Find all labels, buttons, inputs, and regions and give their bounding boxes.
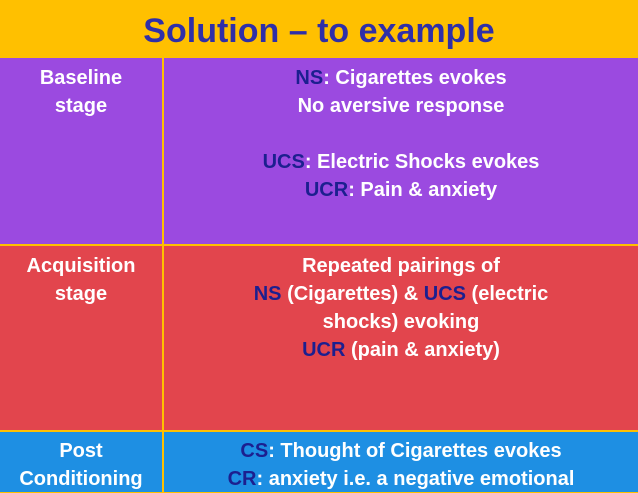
table-row-acquisition: Acquisition stage Repeated pairings of N… <box>0 246 638 430</box>
term-ns: NS <box>253 283 282 305</box>
description-line: NS (Cigarettes) & UCS (electric <box>164 280 638 308</box>
stage-label-line: stage <box>54 283 108 305</box>
stage-cell-post-conditioning: Post Conditioning <box>0 432 162 492</box>
stage-label-line: stage <box>54 95 108 117</box>
description-line: UCR (pain & anxiety) <box>164 336 638 364</box>
stage-label-line: Acquisition <box>26 255 136 277</box>
description-line: UCS: Electric Shocks evokes <box>164 148 638 176</box>
stage-label-line: Post <box>59 440 103 462</box>
description-text: : anxiety i.e. a negative emotional <box>256 468 575 490</box>
description-cell-baseline: NS: Cigarettes evokes No aversive respon… <box>164 58 638 244</box>
description-text: (Cigarettes) & <box>281 283 424 305</box>
term-ns: NS <box>295 67 324 89</box>
term-ucs: UCS <box>423 283 466 305</box>
description-text: : Cigarettes evokes <box>323 67 507 89</box>
term-cs: CS <box>240 440 269 462</box>
description-line: shocks) evoking <box>322 311 480 333</box>
stage-cell-acquisition: Acquisition stage <box>0 246 162 430</box>
description-text: : Thought of Cigarettes evokes <box>268 440 562 462</box>
table-row-post-conditioning: Post Conditioning CS: Thought of Cigaret… <box>0 432 638 492</box>
description-text: (electric <box>466 283 549 305</box>
table-row-baseline: Baseline stage NS: Cigarettes evokes No … <box>0 58 638 244</box>
description-text: (pain & anxiety) <box>345 339 500 361</box>
description-line: UCR: Pain & anxiety <box>164 176 638 204</box>
slide-title: Solution – to example <box>143 12 495 50</box>
description-text: : Pain & anxiety <box>348 179 498 201</box>
stage-label-line: Baseline <box>39 67 123 89</box>
description-line: NS: Cigarettes evokes <box>164 64 638 92</box>
stage-cell-baseline: Baseline stage <box>0 58 162 244</box>
term-ucr: UCR <box>302 339 346 361</box>
stage-label-line: Conditioning <box>19 468 143 490</box>
description-line: Repeated pairings of <box>302 255 500 277</box>
term-ucr: UCR <box>304 179 349 201</box>
description-line: CR: anxiety i.e. a negative emotional <box>164 465 638 493</box>
description-line: No aversive response <box>297 95 505 117</box>
term-ucs: UCS <box>262 151 305 173</box>
description-line: CS: Thought of Cigarettes evokes <box>164 437 638 465</box>
description-cell-acquisition: Repeated pairings of NS (Cigarettes) & U… <box>164 246 638 430</box>
term-cr: CR <box>227 468 257 490</box>
description-text: : Electric Shocks evokes <box>304 151 540 173</box>
description-cell-post-conditioning: CS: Thought of Cigarettes evokes CR: anx… <box>164 432 638 492</box>
